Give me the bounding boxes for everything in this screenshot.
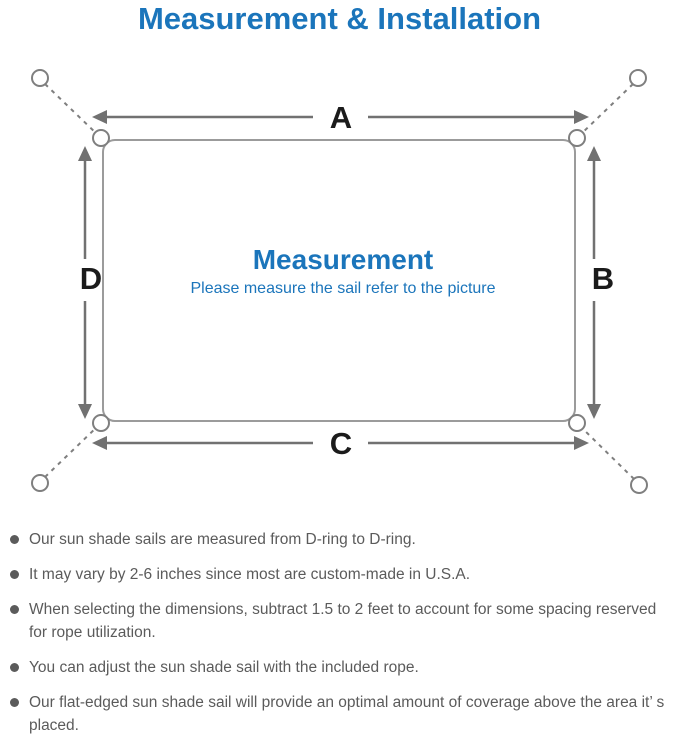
note-item: When selecting the dimensions, subtract …: [10, 598, 671, 644]
dimension-label-b: B: [592, 261, 614, 296]
tether-top-left-line: [44, 83, 100, 137]
dimension-label-d: D: [80, 261, 102, 296]
bullet-icon: [10, 570, 19, 579]
dimension-arrow-c: [92, 436, 589, 450]
bullet-icon: [10, 698, 19, 707]
arrow-c-left-head-icon: [92, 436, 107, 450]
note-item: Our sun shade sails are measured from D-…: [10, 528, 671, 551]
anchor-ring-bottom-left-icon: [31, 474, 49, 492]
note-text: It may vary by 2-6 inches since most are…: [29, 566, 471, 583]
note-item: You can adjust the sun shade sail with t…: [10, 656, 671, 679]
tether-bottom-right-line: [579, 425, 635, 480]
bullet-icon: [10, 663, 19, 672]
arrow-b-top-head-icon: [587, 146, 601, 161]
sail-outline: [102, 139, 576, 422]
diagram-center-title: Measurement: [253, 244, 434, 275]
measurement-diagram: A B C D Measurement Please measure the s…: [31, 69, 648, 494]
arrow-d-bottom-head-icon: [78, 404, 92, 419]
page-title: Measurement & Installation: [137, 1, 542, 36]
d-ring-top-left-icon: [92, 129, 110, 147]
arrow-a-right-head-icon: [574, 110, 589, 124]
dimension-arrow-d: [78, 146, 92, 419]
diagram-center-subtitle: Please measure the sail refer to the pic…: [190, 280, 495, 297]
tether-top-right-line: [578, 83, 634, 137]
note-text: You can adjust the sun shade sail with t…: [29, 659, 419, 676]
arrow-a-left-head-icon: [92, 110, 107, 124]
anchor-ring-top-left-icon: [31, 69, 49, 87]
dimension-label-a: A: [330, 100, 352, 135]
arrow-c-right-head-icon: [574, 436, 589, 450]
note-text: When selecting the dimensions, subtract …: [29, 601, 657, 641]
tether-bottom-left-line: [44, 424, 100, 478]
bullet-icon: [10, 535, 19, 544]
d-ring-bottom-right-icon: [568, 414, 586, 432]
anchor-ring-bottom-right-icon: [630, 476, 648, 494]
d-ring-top-right-icon: [568, 129, 586, 147]
dimension-arrow-b: [587, 146, 601, 419]
arrow-d-top-head-icon: [78, 146, 92, 161]
note-item: It may vary by 2-6 inches since most are…: [10, 563, 671, 586]
bullet-icon: [10, 605, 19, 614]
note-item: Our flat-edged sun shade sail will provi…: [10, 691, 671, 737]
note-text: Our sun shade sails are measured from D-…: [29, 531, 416, 548]
dimension-label-c: C: [330, 426, 352, 461]
note-text: Our flat-edged sun shade sail will provi…: [29, 694, 665, 734]
dimension-arrow-a: [92, 110, 589, 124]
notes-list: Our sun shade sails are measured from D-…: [10, 528, 671, 739]
anchor-ring-top-right-icon: [629, 69, 647, 87]
arrow-b-bottom-head-icon: [587, 404, 601, 419]
d-ring-bottom-left-icon: [92, 414, 110, 432]
